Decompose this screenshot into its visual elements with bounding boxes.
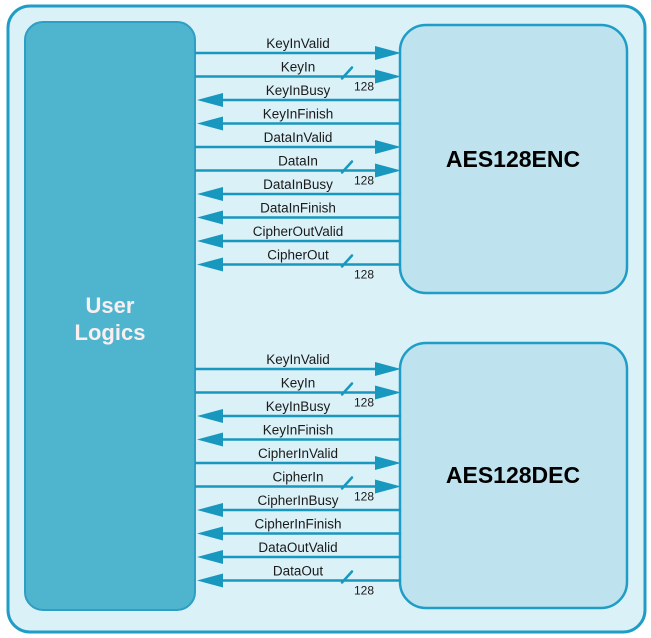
bus-slash-icon bbox=[340, 160, 354, 174]
bus-slash-icon bbox=[340, 570, 354, 584]
user-logics-label-line1: User bbox=[86, 293, 135, 318]
aes128dec-title: AES128DEC bbox=[446, 462, 580, 488]
arrowhead-right-icon bbox=[375, 69, 401, 84]
arrowhead-left-icon bbox=[197, 432, 223, 447]
signal-datainbusy: DataInBusy bbox=[197, 177, 401, 201]
signal-label: CipherIn bbox=[272, 470, 323, 485]
arrowhead-left-icon bbox=[197, 93, 223, 107]
signal-keyinfinish: KeyInFinish bbox=[197, 107, 401, 131]
bus-width-label: 128 bbox=[354, 396, 374, 410]
signal-cipherin: CipherIn 128 bbox=[195, 470, 401, 504]
signal-label: CipherInValid bbox=[258, 446, 338, 461]
aes128enc-block bbox=[398, 23, 629, 295]
signal-label: DataInFinish bbox=[260, 201, 336, 216]
arrowhead-right-icon bbox=[375, 362, 401, 376]
signal-datain: DataIn 128 bbox=[195, 154, 401, 188]
arrowhead-left-icon bbox=[197, 526, 223, 541]
arrowhead-left-icon bbox=[197, 234, 223, 248]
arrowhead-left-icon bbox=[197, 573, 223, 588]
bus-width-label: 128 bbox=[354, 490, 374, 504]
bus-width-label: 128 bbox=[354, 174, 374, 188]
signal-label: DataOutValid bbox=[258, 540, 337, 555]
bus-width-label: 128 bbox=[354, 80, 374, 94]
arrowhead-right-icon bbox=[375, 140, 401, 154]
bus-slash-icon bbox=[340, 382, 354, 396]
signal-label: CipherInFinish bbox=[254, 517, 341, 532]
signal-keyinbusy: KeyInBusy bbox=[197, 83, 401, 107]
signal-label: KeyInBusy bbox=[266, 399, 331, 414]
user-logics-block bbox=[24, 21, 196, 611]
arrowhead-right-icon bbox=[375, 163, 401, 178]
signal-keyinvalid: KeyInValid bbox=[195, 352, 401, 376]
signal-datainvalid: DataInValid bbox=[195, 130, 401, 154]
bus-width-label: 128 bbox=[354, 268, 374, 282]
signal-cipherout: CipherOut 128 bbox=[197, 248, 401, 282]
arrowhead-left-icon bbox=[197, 257, 223, 272]
arrowhead-left-icon bbox=[197, 116, 223, 131]
aes128dec-block bbox=[398, 341, 629, 610]
signal-keyin: KeyIn 128 bbox=[195, 376, 401, 410]
signal-label: DataOut bbox=[273, 564, 324, 579]
aes128enc-title: AES128ENC bbox=[446, 146, 580, 172]
signal-label: KeyIn bbox=[281, 376, 316, 391]
signal-keyinbusy: KeyInBusy bbox=[197, 399, 401, 423]
signal-label: KeyIn bbox=[281, 60, 316, 75]
signal-cipherinvalid: CipherInValid bbox=[195, 446, 401, 470]
signal-keyin: KeyIn 128 bbox=[195, 60, 401, 94]
bus-slash-icon bbox=[340, 254, 354, 268]
signal-label: KeyInValid bbox=[266, 36, 330, 51]
signal-label: KeyInBusy bbox=[266, 83, 331, 98]
signal-label: KeyInFinish bbox=[263, 423, 334, 438]
signal-dataout: DataOut 128 bbox=[197, 564, 401, 598]
signal-label: KeyInFinish bbox=[263, 107, 334, 122]
signal-label: CipherInBusy bbox=[257, 493, 338, 508]
signal-label: DataInBusy bbox=[263, 177, 333, 192]
signal-label: KeyInValid bbox=[266, 352, 330, 367]
arrowhead-right-icon bbox=[375, 385, 401, 400]
signal-cipherinfinish: CipherInFinish bbox=[197, 517, 401, 541]
bus-width-label: 128 bbox=[354, 584, 374, 598]
arrowhead-left-icon bbox=[197, 550, 223, 564]
arrowhead-right-icon bbox=[375, 456, 401, 470]
arrowhead-right-icon bbox=[375, 46, 401, 60]
arrowhead-left-icon bbox=[197, 503, 223, 517]
signal-dataoutvalid: DataOutValid bbox=[197, 540, 401, 564]
bus-slash-icon bbox=[340, 66, 354, 80]
arrowhead-left-icon bbox=[197, 409, 223, 423]
user-logics-label-line2: Logics bbox=[75, 320, 146, 345]
signal-label: CipherOut bbox=[267, 248, 329, 263]
signal-datainfinish: DataInFinish bbox=[197, 201, 401, 225]
arrowhead-left-icon bbox=[197, 187, 223, 201]
signal-label: DataIn bbox=[278, 154, 318, 169]
signal-label: DataInValid bbox=[264, 130, 333, 145]
arrowhead-left-icon bbox=[197, 210, 223, 225]
signal-keyinfinish: KeyInFinish bbox=[197, 423, 401, 447]
signal-cipherinbusy: CipherInBusy bbox=[197, 493, 401, 517]
signal-cipheroutvalid: CipherOutValid bbox=[197, 224, 401, 248]
bus-slash-icon bbox=[340, 476, 354, 490]
signal-keyinvalid: KeyInValid bbox=[195, 36, 401, 60]
signal-label: CipherOutValid bbox=[253, 224, 344, 239]
arrowhead-right-icon bbox=[375, 479, 401, 494]
